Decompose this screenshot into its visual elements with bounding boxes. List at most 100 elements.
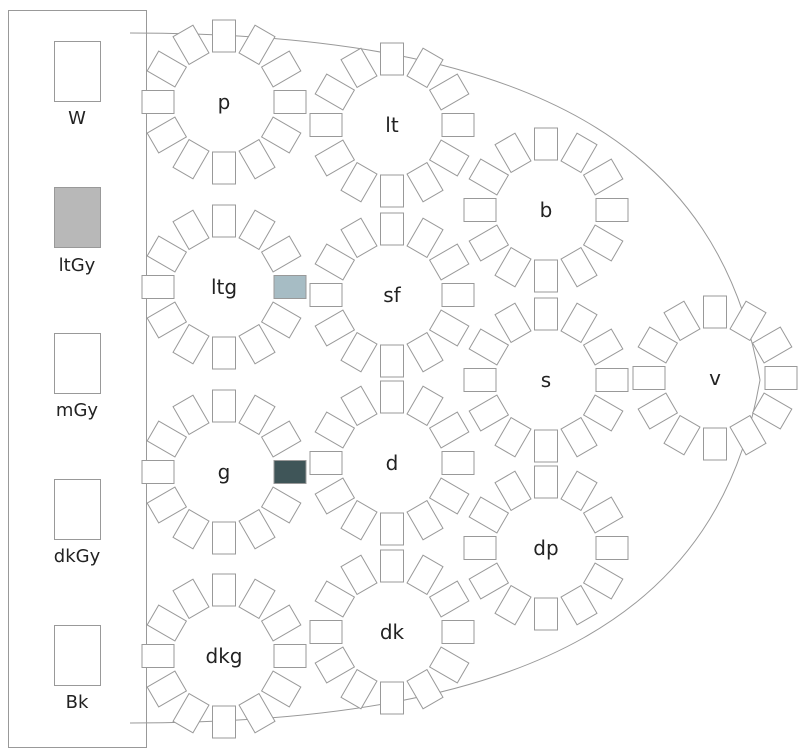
seat[interactable] (238, 323, 276, 365)
seat[interactable] (494, 470, 532, 512)
seat[interactable] (582, 562, 624, 600)
seat[interactable] (494, 302, 532, 344)
seat[interactable] (494, 246, 532, 288)
seat[interactable] (441, 451, 475, 475)
seat[interactable] (703, 295, 727, 329)
seat[interactable] (560, 132, 598, 174)
seat[interactable] (463, 368, 497, 392)
seat[interactable] (146, 50, 188, 88)
seat[interactable] (764, 366, 798, 390)
seat[interactable] (340, 668, 378, 710)
seat[interactable] (212, 336, 236, 370)
table-v[interactable]: v (632, 295, 798, 461)
seat[interactable] (314, 646, 356, 684)
seat[interactable] (146, 420, 188, 458)
seat[interactable] (463, 536, 497, 560)
seat[interactable] (309, 283, 343, 307)
seat[interactable] (441, 283, 475, 307)
seat[interactable] (314, 73, 356, 111)
seat[interactable] (273, 460, 307, 484)
seat[interactable] (582, 328, 624, 366)
seat[interactable] (595, 368, 629, 392)
seat[interactable] (494, 132, 532, 174)
seat[interactable] (534, 429, 558, 463)
seat[interactable] (380, 212, 404, 246)
seat[interactable] (380, 380, 404, 414)
seat[interactable] (314, 411, 356, 449)
seat[interactable] (314, 243, 356, 281)
seat[interactable] (172, 138, 210, 180)
seat[interactable] (534, 259, 558, 293)
seat[interactable] (380, 681, 404, 715)
seat[interactable] (260, 116, 302, 154)
seat[interactable] (212, 19, 236, 53)
seat[interactable] (260, 604, 302, 642)
seat[interactable] (212, 151, 236, 185)
seat[interactable] (637, 326, 679, 364)
seat[interactable] (428, 243, 470, 281)
table-dp[interactable]: dp (463, 465, 629, 631)
seat[interactable] (534, 127, 558, 161)
seat[interactable] (238, 24, 276, 66)
seat[interactable] (260, 670, 302, 708)
seat[interactable] (340, 385, 378, 427)
seat[interactable] (146, 235, 188, 273)
seat[interactable] (703, 427, 727, 461)
table-g[interactable]: g (141, 389, 307, 555)
seat[interactable] (172, 24, 210, 66)
seat[interactable] (582, 158, 624, 196)
seat[interactable] (212, 705, 236, 739)
seat[interactable] (380, 344, 404, 378)
seat[interactable] (141, 275, 175, 299)
seat[interactable] (428, 477, 470, 515)
seat[interactable] (534, 465, 558, 499)
seat[interactable] (380, 174, 404, 208)
seat[interactable] (560, 416, 598, 458)
seat[interactable] (314, 477, 356, 515)
seat[interactable] (380, 42, 404, 76)
seat[interactable] (729, 300, 767, 342)
seat[interactable] (406, 385, 444, 427)
seat[interactable] (141, 644, 175, 668)
seat[interactable] (314, 309, 356, 347)
seat[interactable] (494, 584, 532, 626)
seat[interactable] (428, 139, 470, 177)
seat[interactable] (406, 217, 444, 259)
seat[interactable] (463, 198, 497, 222)
seat[interactable] (406, 47, 444, 89)
seat[interactable] (428, 411, 470, 449)
seat[interactable] (468, 496, 510, 534)
table-b[interactable]: b (463, 127, 629, 293)
seat[interactable] (212, 573, 236, 607)
seat[interactable] (663, 300, 701, 342)
table-dkg[interactable]: dkg (141, 573, 307, 739)
seat[interactable] (560, 470, 598, 512)
seat[interactable] (637, 392, 679, 430)
table-dk[interactable]: dk (309, 549, 475, 715)
seat[interactable] (146, 116, 188, 154)
seat[interactable] (212, 204, 236, 238)
seat[interactable] (212, 521, 236, 555)
seat[interactable] (595, 198, 629, 222)
seat[interactable] (468, 328, 510, 366)
seat[interactable] (380, 549, 404, 583)
table-s[interactable]: s (463, 297, 629, 463)
seat[interactable] (494, 416, 532, 458)
table-d[interactable]: d (309, 380, 475, 546)
seat[interactable] (260, 301, 302, 339)
seat[interactable] (380, 512, 404, 546)
seat[interactable] (406, 554, 444, 596)
seat[interactable] (340, 554, 378, 596)
seat[interactable] (468, 562, 510, 600)
seat[interactable] (314, 139, 356, 177)
seat[interactable] (340, 331, 378, 373)
seat[interactable] (595, 536, 629, 560)
seat[interactable] (560, 246, 598, 288)
seat[interactable] (146, 301, 188, 339)
seat[interactable] (141, 460, 175, 484)
seat[interactable] (238, 508, 276, 550)
seat[interactable] (260, 50, 302, 88)
seat[interactable] (238, 578, 276, 620)
seat[interactable] (273, 275, 307, 299)
seat[interactable] (560, 584, 598, 626)
